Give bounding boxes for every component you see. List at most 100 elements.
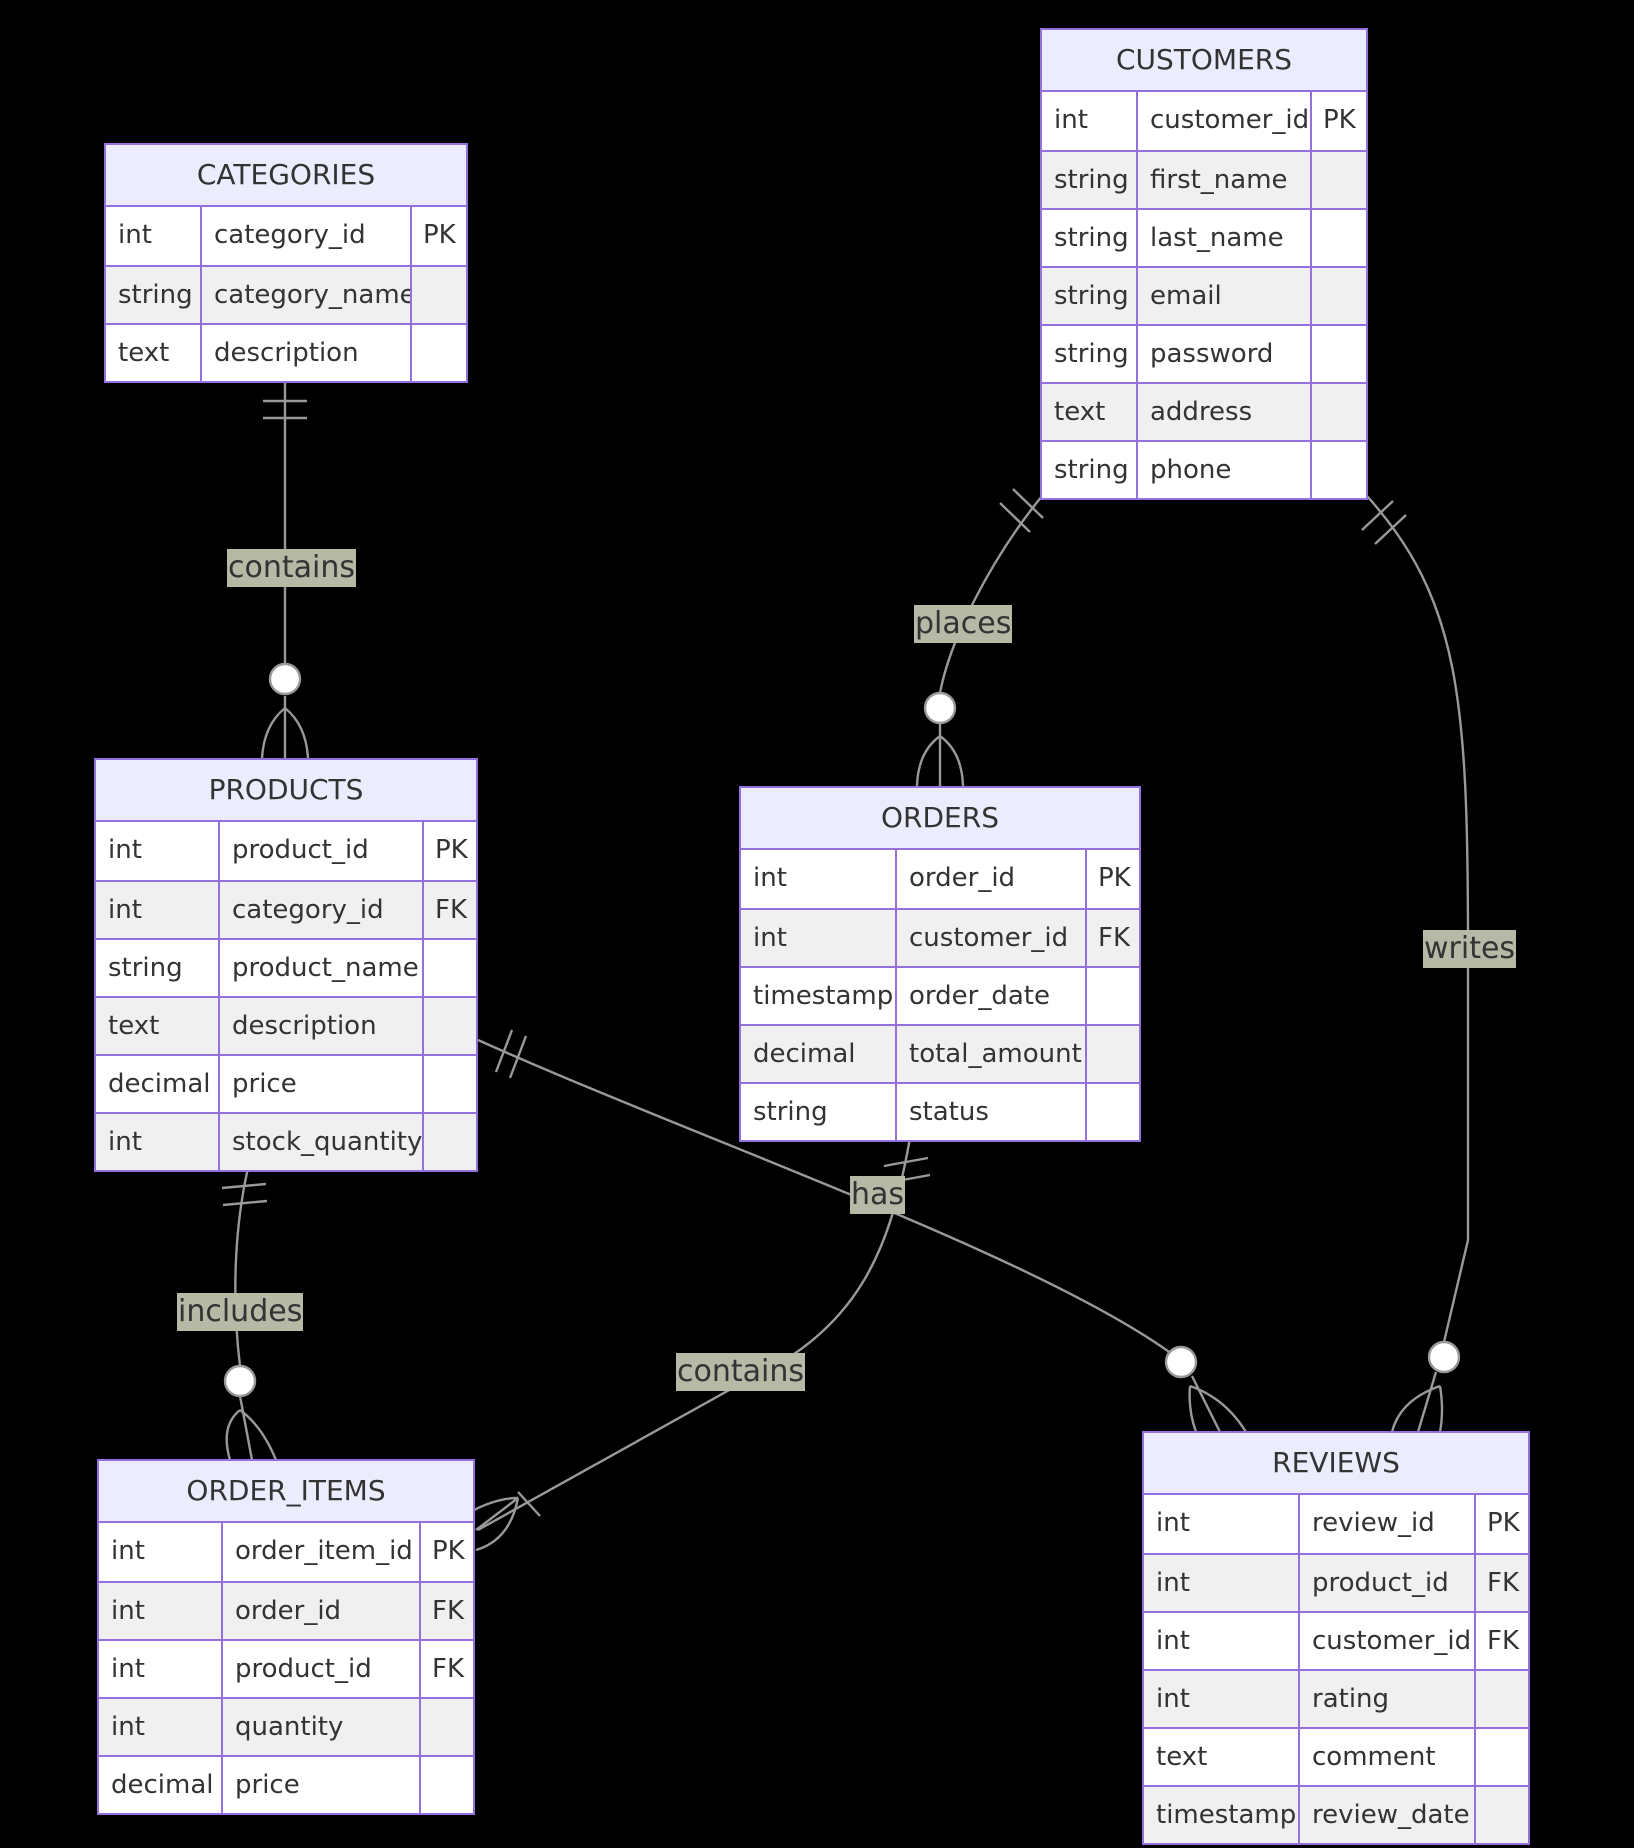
attribute-key: [1310, 210, 1366, 266]
cardinality-one-mark: [508, 1035, 528, 1079]
attribute-type: string: [118, 280, 193, 310]
attribute-name: address: [1136, 384, 1310, 440]
attribute-name: customer_id: [1298, 1613, 1474, 1669]
relationship-line-products-order-items: [234, 1167, 250, 1367]
attribute-key: FK: [422, 882, 476, 938]
cardinality-one-mark: [1012, 488, 1044, 519]
cardinality-one-mark: [517, 1491, 541, 1517]
cardinality-many-crowsfoot: [260, 696, 310, 759]
attribute-name: category_id: [200, 207, 410, 265]
attribute-type: timestamp: [1156, 1800, 1297, 1830]
relationship-label-customers-orders: places: [914, 605, 1013, 643]
cardinality-one-mark: [221, 1182, 267, 1190]
attribute-type: int: [111, 1536, 145, 1566]
attribute-name: status: [895, 1084, 1085, 1140]
attribute-type: timestamp: [753, 981, 894, 1011]
relationship-label-categories-products: contains: [227, 549, 356, 587]
attribute-name: description: [200, 325, 410, 381]
attribute-type: int: [108, 895, 142, 925]
attribute-key: [419, 1757, 473, 1813]
relationship-label-customers-reviews: writes: [1423, 930, 1517, 968]
cardinality-zero-circle: [268, 662, 302, 696]
attribute-key: FK: [1474, 1613, 1528, 1669]
attribute-type: string: [108, 953, 183, 983]
cardinality-one-mark: [222, 1199, 268, 1207]
attribute-type: int: [1156, 1626, 1190, 1656]
relationship-label-products-reviews: has: [850, 1176, 906, 1214]
relationship-label-orders-order-items: contains: [676, 1353, 805, 1391]
attribute-name: description: [218, 998, 422, 1054]
attribute-name: category_name: [200, 267, 410, 323]
entity-title-reviews: REVIEWS: [1144, 1433, 1528, 1495]
attribute-key: [1310, 268, 1366, 324]
attribute-name: product_id: [221, 1641, 419, 1697]
attribute-key: [422, 1056, 476, 1112]
attribute-key: FK: [1085, 910, 1139, 966]
cardinality-one-mark: [999, 502, 1031, 533]
attribute-type: decimal: [108, 1069, 211, 1099]
attribute-key: [1310, 326, 1366, 382]
attribute-name: stock_quantity: [218, 1114, 422, 1170]
attribute-name: product_id: [1298, 1555, 1474, 1611]
attribute-key: [410, 267, 466, 323]
cardinality-many-crowsfoot: [225, 1395, 278, 1461]
cardinality-one-mark: [1374, 514, 1407, 545]
attribute-type: int: [108, 835, 142, 865]
entity-title-order-items: ORDER_ITEMS: [99, 1461, 473, 1523]
attribute-name: product_id: [218, 822, 422, 880]
attribute-name: rating: [1298, 1671, 1474, 1727]
attribute-key: FK: [419, 1641, 473, 1697]
attribute-type: decimal: [111, 1770, 214, 1800]
cardinality-many-crowsfoot: [1390, 1371, 1444, 1433]
attribute-key: [1085, 1026, 1139, 1082]
attribute-row: text description: [96, 996, 476, 1054]
entity-title-orders: ORDERS: [741, 788, 1139, 850]
attribute-name: last_name: [1136, 210, 1310, 266]
attribute-key: [1085, 968, 1139, 1024]
attribute-key: [419, 1699, 473, 1755]
attribute-type: text: [1156, 1742, 1208, 1772]
attribute-type: int: [108, 1127, 142, 1157]
attribute-name: product_name: [218, 940, 422, 996]
cardinality-one-mark: [1361, 500, 1394, 531]
cardinality-zero-circle: [1427, 1340, 1461, 1374]
attribute-type: int: [1156, 1568, 1190, 1598]
entity-title-customers: CUSTOMERS: [1042, 30, 1366, 92]
entity-title-products: PRODUCTS: [96, 760, 476, 822]
attribute-key: [1474, 1787, 1528, 1843]
relationship-line-customers-reviews: [1366, 495, 1470, 1343]
attribute-type: text: [108, 1011, 160, 1041]
attribute-type: int: [1054, 105, 1088, 135]
attribute-type: int: [111, 1654, 145, 1684]
attribute-type: string: [1054, 281, 1129, 311]
attribute-type: int: [1156, 1508, 1190, 1538]
attribute-key: [1474, 1671, 1528, 1727]
attribute-key: [410, 325, 466, 381]
relationship-line-orders-order-items: [477, 1137, 912, 1532]
attribute-key: PK: [1310, 92, 1366, 150]
cardinality-many-crowsfoot: [915, 723, 965, 787]
attribute-name: comment: [1298, 1729, 1474, 1785]
attribute-key: FK: [419, 1583, 473, 1639]
relationship-line-customers-orders: [938, 495, 1043, 694]
